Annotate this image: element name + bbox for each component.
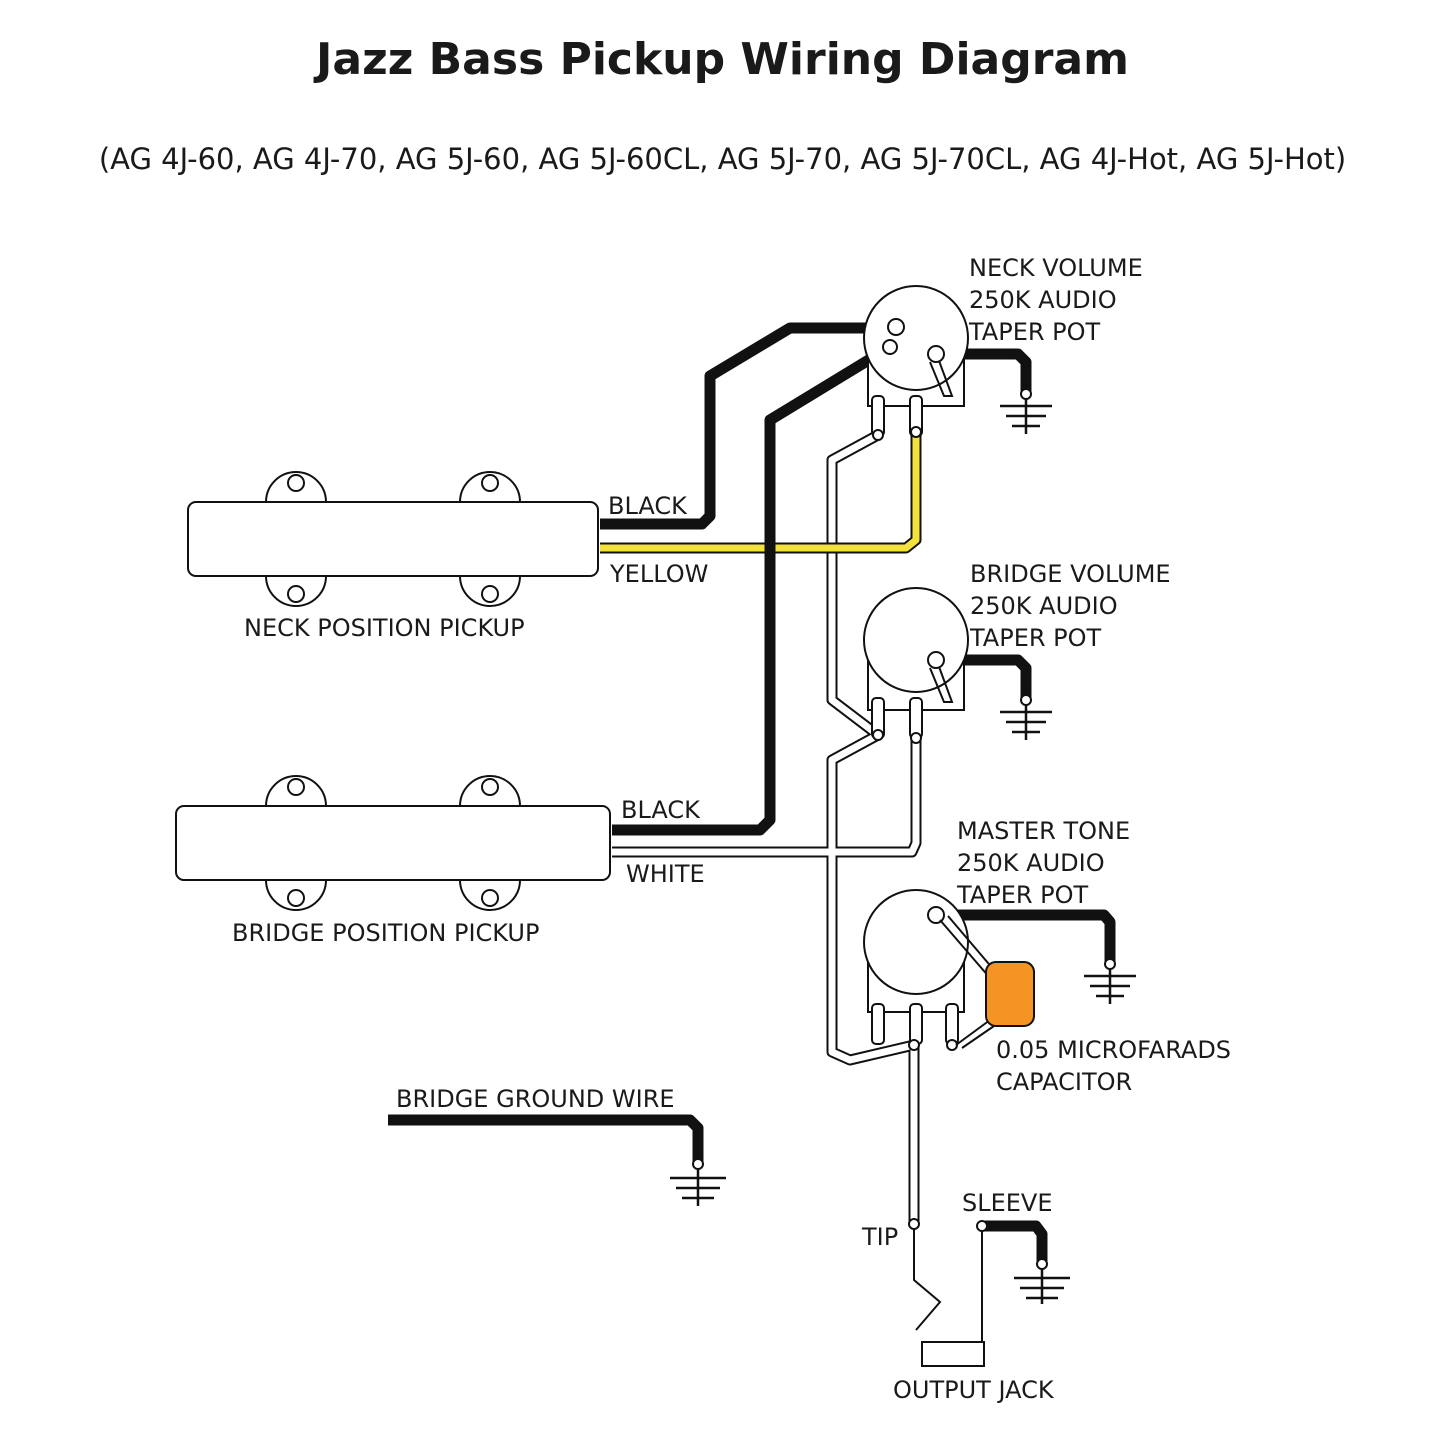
neck-pickup-screw-bl [287, 585, 305, 603]
master-tone-pot-terminal [927, 906, 945, 924]
capacitor-label-2: CAPACITOR [996, 1068, 1132, 1096]
master-tone-pot-lug-1 [871, 1003, 885, 1045]
wire-tone-ground [936, 909, 1116, 962]
wire-neck-yellow [600, 432, 920, 552]
neck-volume-pot-terminal-2 [882, 339, 898, 355]
output-jack-label: OUTPUT JACK [893, 1376, 1055, 1404]
capacitor-lead-bottom [955, 1019, 995, 1049]
wire-bridge-ground [388, 1114, 704, 1162]
bridge-pickup-screw-bl [287, 889, 305, 907]
neck-volume-pot-wiper [929, 357, 954, 397]
neck-volume-pot-terminal-1 [887, 318, 905, 336]
diagram-subtitle: (AG 4J-60, AG 4J-70, AG 5J-60, AG 5J-60C… [98, 142, 1347, 176]
wire-bridge-black [612, 342, 893, 836]
capacitor-lead-top [939, 915, 995, 979]
wire-sleeve-ground [984, 1220, 1048, 1262]
white-wires [600, 430, 922, 1222]
jack-tip-spring [913, 1229, 942, 1331]
neck-black-label: BLACK [608, 492, 688, 520]
neck-volume-pot-body [863, 285, 969, 391]
bridge-pickup-screw-tr [481, 778, 499, 796]
jack-body [921, 1341, 985, 1367]
bridge-volume-pot-body [863, 587, 969, 693]
master-tone-label-2: 250K AUDIO [957, 849, 1105, 877]
bridge-volume-label-3: TAPER POT [969, 624, 1102, 652]
jack-sleeve-terminal [976, 1220, 988, 1232]
ground-icon [1000, 388, 1052, 434]
output-jack [908, 1218, 988, 1367]
wire-neck-black [600, 322, 892, 530]
neck-volume-label-3: TAPER POT [968, 318, 1101, 346]
diagram-title: Jazz Bass Pickup Wiring Diagram [316, 34, 1129, 85]
capacitor-label-1: 0.05 MICROFARADS [996, 1036, 1231, 1064]
bridge-volume-label-2: 250K AUDIO [970, 592, 1118, 620]
neck-pickup-screw-br [481, 585, 499, 603]
wire-neckvol-ground [936, 348, 1032, 392]
ground-icon [670, 1158, 726, 1206]
neck-pickup-screw-tr [481, 474, 499, 492]
neck-pickup [187, 471, 599, 607]
neck-yellow-label: YELLOW [609, 560, 708, 588]
master-tone-pot-body [863, 889, 969, 995]
jack-tip-terminal [908, 1218, 920, 1230]
master-tone-pot [863, 889, 969, 1051]
ground-icon [1084, 958, 1136, 1004]
ground-icon [1000, 694, 1052, 740]
wire-neck-yellow-outline [600, 432, 922, 554]
neck-volume-label-2: 250K AUDIO [969, 286, 1117, 314]
bridge-volume-pot [863, 587, 969, 744]
master-tone-pot-lug-3 [945, 1003, 959, 1045]
bridge-black-label: BLACK [621, 796, 701, 824]
neck-volume-label-1: NECK VOLUME [969, 254, 1143, 282]
bridge-pickup-body [175, 805, 611, 881]
neck-pickup-label: NECK POSITION PICKUP [244, 614, 525, 642]
bridge-volume-pot-wiper [929, 663, 954, 703]
black-wires [388, 322, 1116, 1262]
bridge-pickup [175, 775, 611, 911]
master-tone-label-3: TAPER POT [956, 881, 1089, 909]
neck-pickup-body [187, 501, 599, 577]
capacitor-body [985, 961, 1035, 1027]
bridge-pickup-screw-tl [287, 778, 305, 796]
bridge-volume-label-1: BRIDGE VOLUME [970, 560, 1171, 588]
capacitor [939, 915, 1035, 1049]
ground-icon [1014, 1258, 1070, 1304]
neck-volume-pot-terminal-3 [927, 345, 945, 363]
neck-volume-pot [863, 285, 969, 441]
wire-neckvol-to-bridgevol [828, 431, 881, 738]
jack-tip-label: TIP [861, 1223, 898, 1251]
wire-bridge-white [612, 738, 920, 856]
master-tone-label-1: MASTER TONE [957, 817, 1130, 845]
wire-bridgevol-to-tone [828, 731, 915, 1064]
bridge-white-label: WHITE [626, 860, 705, 888]
jack-sleeve-label: SLEEVE [962, 1189, 1053, 1217]
wire-bridgevol-ground [936, 654, 1032, 698]
master-tone-pot-lug-2 [909, 1003, 923, 1045]
bridge-pickup-label: BRIDGE POSITION PICKUP [232, 919, 539, 947]
bridge-volume-pot-terminal [927, 651, 945, 669]
bridge-ground-label: BRIDGE GROUND WIRE [396, 1085, 675, 1113]
neck-pickup-screw-tl [287, 474, 305, 492]
bridge-pickup-screw-br [481, 889, 499, 907]
